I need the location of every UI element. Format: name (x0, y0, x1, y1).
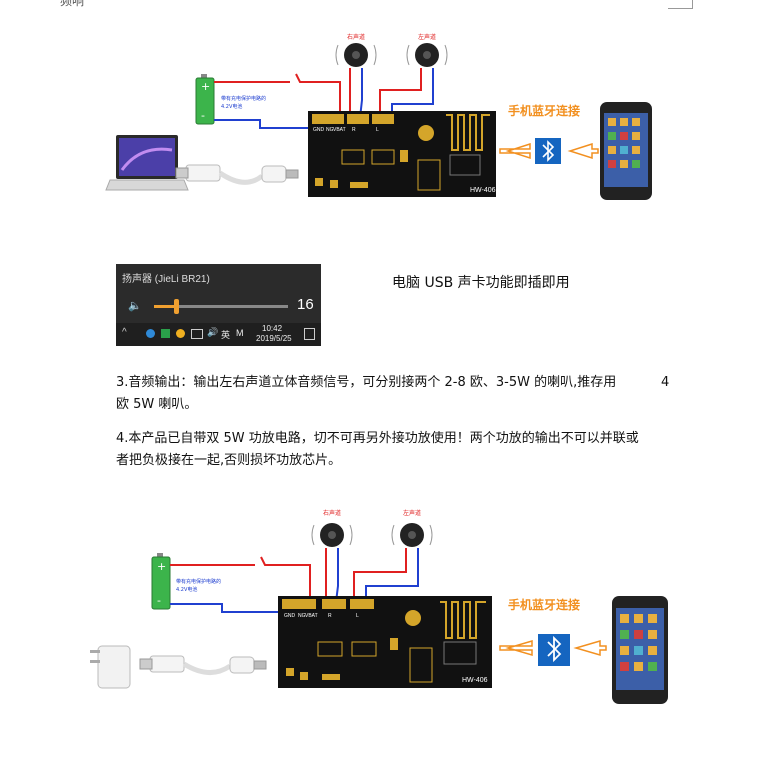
page-corner-mark (668, 0, 693, 9)
smartphone-icon (600, 102, 652, 200)
tray-app-icon[interactable] (176, 329, 185, 338)
battery-note-2: 4.2V电池 (221, 103, 242, 110)
speaker-right-label-2: 右声道 (323, 509, 341, 517)
speaker-volume-icon[interactable]: 🔈 (128, 300, 142, 312)
bt-title-2: 手机蓝牙连接 (508, 597, 580, 612)
cloud-icon[interactable] (146, 329, 155, 338)
speaker-right-icon-2 (311, 523, 353, 547)
smartphone-icon-2 (612, 596, 668, 704)
pin-r-2: R (328, 613, 332, 619)
tray-date[interactable]: 2019/5/25 (256, 334, 292, 343)
pin-vbat: VBAT (333, 127, 346, 133)
arrow-left-icon (499, 142, 531, 160)
wiring-diagram-1: + - 带有充电保护电路的 4.2V电池 右声道 左声道 GND NG (105, 33, 652, 200)
laptop-icon (105, 135, 189, 191)
para3-line2: 欧 5W 喇叭。 (116, 397, 198, 412)
usb-caption: 电脑 USB 声卡功能即插即用 (392, 275, 570, 291)
svg-text:-: - (201, 109, 205, 122)
notification-icon[interactable] (304, 328, 315, 340)
speaker-tray-icon[interactable]: 🔊 (207, 327, 219, 337)
speaker-left-label-2: 左声道 (403, 509, 421, 517)
pin-ng-2: NG (298, 613, 306, 619)
battery-note-1: 带有充电保护电路的 (221, 95, 266, 102)
pin-gnd-2: GND (284, 613, 296, 619)
board-model-label: HW-406 (470, 187, 496, 194)
tray-time[interactable]: 10:42 (262, 324, 283, 333)
pin-l: L (376, 127, 379, 133)
pcb-board-2 (278, 596, 492, 688)
pcb-board (308, 111, 496, 197)
bluetooth-icon-2 (538, 634, 570, 666)
speaker-left-label: 左声道 (418, 33, 436, 41)
svg-text:+: + (157, 560, 166, 573)
ime-mode[interactable]: M (236, 328, 244, 338)
audio-device-label: 扬声器 (JieLi BR21) (122, 274, 210, 285)
para3-number: 4 (661, 375, 670, 390)
arrow-left-icon-2 (567, 142, 599, 160)
network-icon[interactable] (191, 329, 203, 339)
header-fragment: 频响 (60, 0, 85, 8)
shield-icon[interactable] (161, 329, 170, 338)
speaker-left-icon-2 (391, 523, 433, 547)
bt-title: 手机蓝牙连接 (508, 103, 580, 118)
pin-vbat-2: VBAT (305, 613, 318, 619)
svg-text:+: + (201, 80, 210, 93)
battery-icon-2: + - (151, 553, 171, 610)
battery-note-1b: 带有充电保护电路的 (176, 578, 221, 585)
usb-cable-icon (175, 164, 299, 185)
pin-ng: NG (326, 127, 334, 133)
input-language[interactable]: 英 (221, 330, 231, 340)
usb-cable-icon-2 (139, 655, 267, 675)
battery-note-2b: 4.2V电池 (176, 586, 197, 593)
para4-line2: 者把负极接在一起,否则损坏功放芯片。 (116, 453, 342, 468)
arrow-left-icon-4 (573, 640, 607, 656)
bluetooth-icon (535, 138, 561, 164)
speaker-left-icon (406, 43, 448, 67)
battery-icon: + - (195, 74, 215, 125)
svg-text:-: - (157, 594, 161, 607)
speaker-right-icon (335, 43, 377, 67)
volume-slider-track[interactable] (154, 299, 288, 314)
pin-l-2: L (356, 613, 359, 619)
arrow-left-icon-3 (499, 640, 533, 656)
pin-gnd: GND (313, 127, 325, 133)
volume-value: 16 (297, 296, 314, 313)
para4-line1: 4.本产品已自带双 5W 功放电路，切不可再另外接功放使用！两个功放的输出不可以… (116, 431, 639, 446)
speaker-right-label: 右声道 (347, 33, 365, 41)
chevron-up-icon[interactable]: ^ (122, 327, 127, 338)
volume-panel: 扬声器 (JieLi BR21) 🔈 16 ^ 🔊 英 M 10:42 2019… (116, 264, 321, 346)
taskbar: ^ 🔊 英 M 10:42 2019/5/25 (116, 323, 321, 346)
wiring-diagram-2: + - 带有充电保护电路的 4.2V电池 右声道 左声道 GND NG (90, 509, 668, 704)
para3-line1: 3.音频输出：输出左右声道立体音频信号，可分别接两个 2-8 欧、3-5W 的喇… (116, 375, 617, 390)
board-model-label-2: HW-406 (462, 677, 488, 684)
volume-slider-fill (154, 305, 176, 308)
power-adapter-icon (90, 645, 131, 689)
volume-slider-thumb[interactable] (174, 299, 179, 314)
pin-r: R (352, 127, 356, 133)
